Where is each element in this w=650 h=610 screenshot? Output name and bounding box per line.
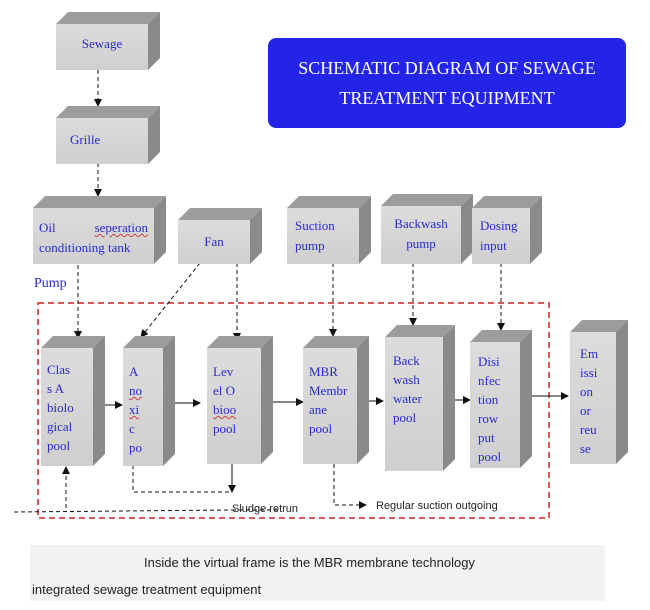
backwash-pool-line-3: water	[393, 391, 422, 406]
node-suction-line-2: pump	[295, 238, 325, 253]
node-backwash-water-pool: Back wash water pool	[385, 325, 455, 471]
backwash-pool-line-1: Back	[393, 353, 420, 368]
disinfection-line-5: put	[478, 430, 495, 445]
mbr-line-4: pool	[309, 421, 333, 436]
node-sewage: Sewage	[56, 12, 160, 70]
node-sewage-label: Sewage	[81, 36, 123, 51]
anoxic-line-1: A	[129, 364, 139, 379]
title-line-2: TREATMENT EQUIPMENT	[339, 88, 555, 108]
class-a-line-4: gical	[47, 419, 73, 434]
sludge-return-label: Sludge retrun	[232, 503, 299, 515]
class-a-line-3: biolo	[47, 400, 74, 415]
mbr-line-3: ane	[309, 402, 328, 417]
node-oil-word-seperation: seperation	[94, 220, 148, 235]
sludge-return-baseline	[13, 509, 233, 513]
disinfection-line-1: Disi	[478, 354, 500, 369]
backwash-pool-line-2: wash	[393, 372, 420, 387]
backwash-pool-line-4: pool	[393, 410, 417, 425]
node-class-a-biological-pool: Clas s A biolo gical pool	[41, 336, 105, 466]
caption: Inside the virtual frame is the MBR memb…	[30, 545, 605, 601]
disinfection-line-4: row	[478, 411, 499, 426]
disinfection-line-3: tion	[478, 392, 499, 407]
node-backwash-pump: Backwash pump	[381, 194, 473, 264]
node-dosing-input: Dosing input	[472, 196, 542, 264]
level-o-line-4: pool	[213, 421, 237, 436]
disinfection-line-2: nfec	[478, 373, 501, 388]
emission-line-2: issi	[580, 365, 598, 380]
anoxic-line-5: po	[129, 440, 142, 455]
virtual-frame	[37, 302, 550, 519]
node-backwash-line-2: pump	[406, 236, 436, 251]
diagram-title: SCHEMATIC DIAGRAM OF SEWAGE TREATMENT EQ…	[268, 38, 626, 128]
caption-line-2: integrated sewage treatment equipment	[32, 582, 262, 597]
pump-label: Pump	[34, 276, 67, 291]
node-fan-label: Fan	[204, 234, 224, 249]
emission-line-5: reu	[580, 422, 597, 437]
node-oil-line-1: Oil seperation	[39, 218, 148, 238]
anoxic-line-4: c	[129, 421, 135, 436]
node-dosing-line-2: input	[480, 238, 507, 253]
level-o-line-3: bioo	[213, 402, 237, 417]
emission-line-1: Em	[580, 346, 599, 361]
class-a-line-5: pool	[47, 438, 71, 453]
node-anoxic-pool: A no xi c po	[123, 336, 175, 466]
node-grille-label: Grille	[70, 132, 101, 147]
class-a-line-1: Clas	[47, 362, 71, 377]
mbr-line-1: MBR	[309, 364, 338, 379]
node-fan: Fan	[178, 208, 262, 264]
sludge-return-line	[132, 465, 232, 493]
mbr-line-2: Membr	[309, 383, 348, 398]
disinfection-line-6: pool	[478, 449, 502, 464]
anoxic-line-2: no	[129, 383, 142, 398]
regular-suction-line	[333, 464, 367, 509]
regular-suction-label: Regular suction outgoing	[376, 500, 498, 512]
node-mbr-membrane-pool: MBR Membr ane pool	[303, 336, 369, 464]
emission-line-3: on	[580, 384, 593, 399]
node-grille: Grille	[56, 106, 160, 164]
node-disinfection-pool: Disi nfec tion row put pool	[470, 330, 532, 468]
node-suction-line-1: Suction	[295, 218, 335, 233]
emission-line-6: se	[580, 441, 591, 456]
node-oil-line-2: conditioning tank	[39, 240, 131, 255]
node-dosing-line-1: Dosing	[480, 218, 518, 233]
node-backwash-line-1: Backwash	[394, 216, 448, 231]
node-level-o-pool: Lev el O bioo pool	[207, 336, 273, 464]
caption-line-1: Inside the virtual frame is the MBR memb…	[144, 555, 475, 570]
title-line-1: SCHEMATIC DIAGRAM OF SEWAGE	[298, 58, 596, 78]
node-oil-word-oil: Oil	[39, 220, 56, 235]
node-emission-or-reuse: Em issi on or reu se	[570, 320, 628, 464]
level-o-line-2: el O	[213, 383, 236, 398]
node-suction-pump: Suction pump	[287, 196, 371, 264]
level-o-line-1: Lev	[213, 364, 234, 379]
class-a-line-2: s A	[47, 381, 64, 396]
anoxic-line-3: xi	[129, 402, 140, 417]
emission-line-4: or	[580, 403, 591, 418]
node-oil-separation-tank: Oil seperation conditioning tank	[33, 196, 166, 264]
arrow-fan-anoxic	[140, 262, 201, 338]
